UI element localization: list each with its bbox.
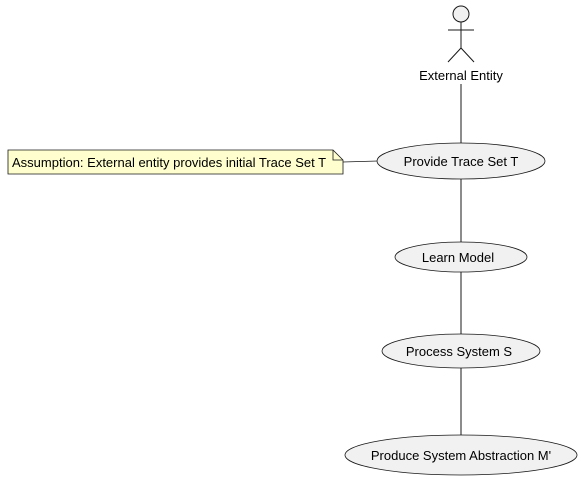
actor-label: External Entity — [419, 68, 503, 83]
note-folded-corner — [332, 150, 343, 161]
note-body — [7, 149, 344, 175]
use-case-learn-model: Learn Model — [394, 241, 528, 273]
use-case-label: Provide Trace Set T — [404, 154, 519, 169]
use-case-ellipse — [376, 142, 546, 180]
use-case-ellipse — [344, 434, 578, 476]
note-connector — [342, 160, 379, 163]
use-case-ellipse — [394, 241, 528, 273]
use-case-label: Produce System Abstraction M' — [371, 448, 551, 463]
note-assumption: Assumption: External entity provides ini… — [7, 149, 344, 175]
actor-external-entity: External Entity — [419, 5, 503, 83]
stick-figure-icon — [447, 5, 475, 63]
use-case-process-system: Process System S — [381, 333, 541, 369]
use-case-produce-system-abstraction: Produce System Abstraction M' — [344, 434, 578, 476]
use-case-provide-trace-set: Provide Trace Set T — [376, 142, 546, 180]
use-case-label: Learn Model — [422, 250, 494, 265]
use-case-label: Process System S — [406, 344, 513, 359]
use-case-ellipse — [381, 333, 541, 369]
note-text: Assumption: External entity provides ini… — [12, 155, 326, 170]
